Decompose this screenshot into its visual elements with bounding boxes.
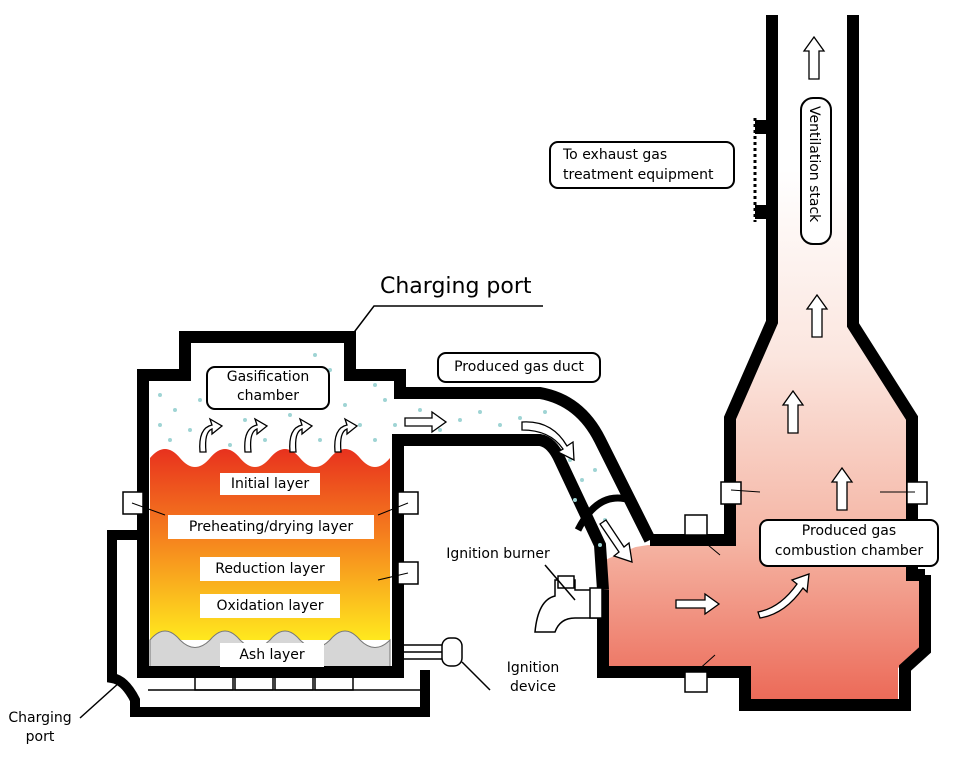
exhaust-port-lower xyxy=(755,205,775,219)
combustion-chamber-bottom-wall xyxy=(597,575,931,711)
combustion-chamber-wall xyxy=(650,15,778,546)
leader-lines xyxy=(79,305,576,719)
chamber-arrow-right xyxy=(675,592,721,616)
charging-port-bottom-line-2: port xyxy=(25,729,55,745)
layer-label-initial: Initial layer xyxy=(220,473,320,495)
duct-arrow-curve xyxy=(521,421,575,462)
ventilation-stack-box xyxy=(800,97,832,245)
ignition-device-line-1: Ignition xyxy=(506,660,560,676)
stack-arrow-up-3 xyxy=(805,293,829,338)
charging-port-top-label: Charging port xyxy=(380,274,532,299)
rise-arrow-4 xyxy=(334,417,359,453)
flow-arrows xyxy=(199,35,854,619)
furnace-base-housing xyxy=(107,530,430,717)
layer-label-preheating: Preheating/drying layer xyxy=(168,515,374,539)
combustion-chamber-line-2: combustion chamber xyxy=(774,543,924,559)
charging-port-bottom-label: Charging port xyxy=(2,709,78,747)
layer-label-reduction: Reduction layer xyxy=(200,557,340,581)
exhaust-gas-label: To exhaust gas treatment equipment xyxy=(549,141,735,189)
stack-arrow-up-2 xyxy=(781,389,805,434)
exhaust-gas-line-1: To exhaust gas xyxy=(563,147,668,163)
grate-supports xyxy=(194,671,354,691)
fire-layers xyxy=(150,449,390,640)
combustion-chamber-fill xyxy=(605,170,920,700)
charging-port-bottom-line-1: Charging xyxy=(8,710,72,726)
stack-arrow-up-4 xyxy=(802,35,826,80)
chamber-arrow-curve xyxy=(757,573,810,619)
combustion-chamber-line-1: Produced gas xyxy=(801,523,897,539)
sensor-probes xyxy=(131,489,915,673)
combustion-chamber-label: Produced gas combustion chamber xyxy=(759,519,939,567)
stack-right-wall xyxy=(847,15,925,581)
exhaust-gas-line-2: treatment equipment xyxy=(563,167,714,183)
gasification-chamber-label: Gasification chamber xyxy=(206,366,330,410)
ignition-device xyxy=(398,637,463,667)
duct-arrow-down xyxy=(599,519,633,563)
produced-gas-duct-label: Produced gas duct xyxy=(437,352,601,383)
gasification-chamber-line-2: chamber xyxy=(236,388,300,404)
duct-arrow-right xyxy=(404,410,448,434)
ignition-burner xyxy=(534,575,603,633)
ignition-device-label: Ignition device xyxy=(500,659,566,697)
duct-divider xyxy=(574,494,632,532)
rise-arrow-3 xyxy=(289,417,314,453)
layer-label-ash: Ash layer xyxy=(220,643,324,667)
ignition-burner-label: Ignition burner xyxy=(446,546,550,562)
rise-arrow-1 xyxy=(199,417,224,453)
gas-particles xyxy=(158,353,617,547)
gasification-chamber-line-1: Gasification xyxy=(226,369,310,385)
ignition-device-line-2: device xyxy=(510,679,556,695)
gasification-chamber-lower-wall xyxy=(137,434,609,678)
rise-arrow-2 xyxy=(244,417,269,453)
layer-label-oxidation: Oxidation layer xyxy=(200,594,340,618)
gasification-chamber-wall xyxy=(137,331,656,543)
exhaust-port-upper xyxy=(755,120,775,134)
stack-arrow-up-1 xyxy=(830,466,854,511)
ventilation-stack-label: Ventilation stack xyxy=(806,106,822,223)
